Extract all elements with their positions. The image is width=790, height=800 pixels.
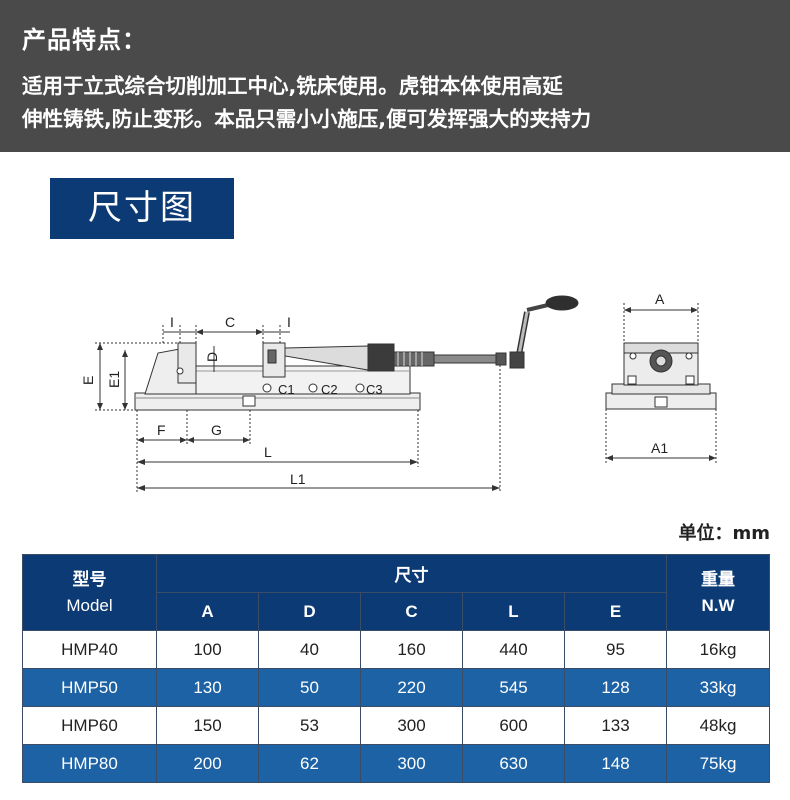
dim-label-g: G <box>211 422 222 438</box>
cell-e: 133 <box>564 706 667 745</box>
dim-label-d: D <box>204 352 220 362</box>
cell-d: 62 <box>258 744 361 783</box>
table-row: HMP80 200 62 300 630 148 75kg <box>22 744 770 783</box>
header-col-l: L <box>462 592 565 631</box>
cell-a: 130 <box>156 668 259 707</box>
header-size: 尺寸 <box>156 554 667 593</box>
unit-label: 单位：mm <box>678 523 770 544</box>
cell-l: 600 <box>462 706 565 745</box>
cell-d: 40 <box>258 630 361 669</box>
table-row: HMP40 100 40 160 440 95 16kg <box>22 630 770 669</box>
header-col-c: C <box>360 592 463 631</box>
features-line-2: 伸性铸铁,防止变形。本品只需小小施压,便可发挥强大的夹持力 <box>22 107 592 131</box>
cell-a: 150 <box>156 706 259 745</box>
header-weight-cn: 重量 <box>701 569 735 589</box>
cell-l: 545 <box>462 668 565 707</box>
cell-model: HMP80 <box>22 744 157 783</box>
cell-model: HMP50 <box>22 668 157 707</box>
cell-model: HMP40 <box>22 630 157 669</box>
cell-d: 53 <box>258 706 361 745</box>
dim-label-c: C <box>225 314 235 330</box>
cell-c: 300 <box>360 706 463 745</box>
header-model: 型号 Model <box>22 554 157 631</box>
dim-label-l: L <box>264 444 272 460</box>
cell-e: 128 <box>564 668 667 707</box>
header-model-cn: 型号 <box>72 569 107 589</box>
cell-a: 200 <box>156 744 259 783</box>
section-title: 尺寸图 <box>88 188 196 228</box>
table-row: HMP50 130 50 220 545 128 33kg <box>22 668 770 707</box>
dim-label-c1: C1 <box>278 382 295 397</box>
side-view-dimensions <box>95 325 501 493</box>
vise-front-view <box>605 342 717 410</box>
header-model-en: Model <box>66 595 113 615</box>
cell-l: 440 <box>462 630 565 669</box>
cell-weight: 48kg <box>666 706 770 745</box>
product-features-panel: 产品特点： 适用于立式综合切削加工中心,铣床使用。虎钳本体使用高延 伸性铸铁,防… <box>0 0 790 152</box>
cell-c: 160 <box>360 630 463 669</box>
cell-a: 100 <box>156 630 259 669</box>
front-view-arrowheads <box>606 307 716 461</box>
dim-label-i-left: I <box>170 314 174 330</box>
spec-table: 型号 Model 尺寸 重量 N.W A D C L E HMP40 100 4… <box>22 554 770 783</box>
table-row: HMP60 150 53 300 600 133 48kg <box>22 706 770 745</box>
dim-label-a1: A1 <box>651 440 668 456</box>
dim-label-f: F <box>157 422 166 438</box>
dim-label-a: A <box>655 291 665 307</box>
cell-weight: 75kg <box>666 744 770 783</box>
side-view-arrowheads <box>97 329 500 491</box>
header-col-a: A <box>156 592 259 631</box>
cell-model: HMP60 <box>22 706 157 745</box>
header-weight-en: N.W <box>701 595 735 615</box>
dim-label-c2: C2 <box>321 382 338 397</box>
header-col-e: E <box>564 592 667 631</box>
cell-e: 148 <box>564 744 667 783</box>
cell-l: 630 <box>462 744 565 783</box>
vise-side-view <box>134 295 579 411</box>
dim-label-e: E <box>80 376 96 385</box>
cell-c: 300 <box>360 744 463 783</box>
cell-d: 50 <box>258 668 361 707</box>
dimension-drawing-badge: 尺寸图 <box>50 178 234 239</box>
features-description: 适用于立式综合切削加工中心,铣床使用。虎钳本体使用高延 伸性铸铁,防止变形。本品… <box>22 70 782 136</box>
cell-weight: 16kg <box>666 630 770 669</box>
dim-label-e1: E1 <box>106 371 122 388</box>
dim-label-i-right: I <box>287 314 291 330</box>
cell-weight: 33kg <box>666 668 770 707</box>
features-title: 产品特点： <box>22 26 147 54</box>
header-col-d: D <box>258 592 361 631</box>
cell-e: 95 <box>564 630 667 669</box>
header-weight: 重量 N.W <box>666 554 770 631</box>
dim-label-l1: L1 <box>290 471 306 487</box>
vise-dimension-drawing: I C I D E E1 C1 C2 C3 F G L L1 A A1 <box>80 291 717 493</box>
front-view-dimensions <box>605 303 717 463</box>
dim-label-c3: C3 <box>366 382 383 397</box>
cell-c: 220 <box>360 668 463 707</box>
features-line-1: 适用于立式综合切削加工中心,铣床使用。虎钳本体使用高延 <box>22 74 563 98</box>
